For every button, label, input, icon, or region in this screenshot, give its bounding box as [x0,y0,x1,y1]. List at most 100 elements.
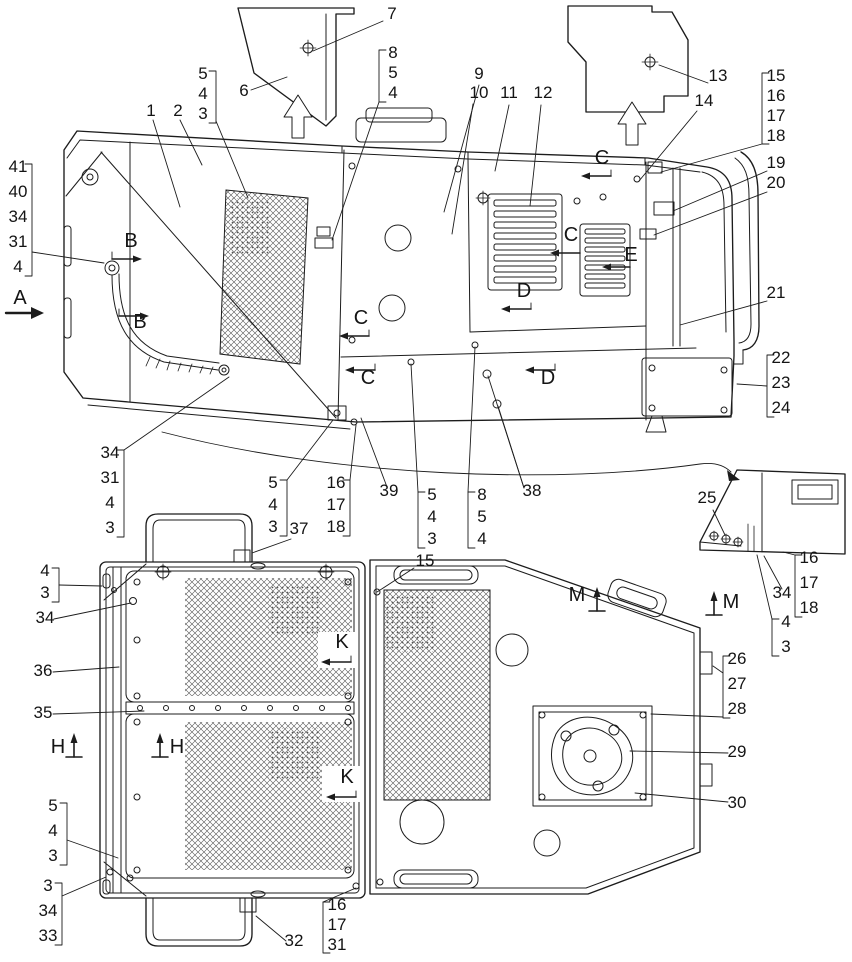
mid-rail-bolts [137,705,351,711]
callout-3: 3 [43,876,52,895]
callout-4: 4 [13,257,22,276]
callout-3: 3 [40,583,49,602]
section-letter-H: H [170,736,184,758]
callout-22: 22 [772,348,791,367]
callout-18: 18 [767,126,786,145]
callout-4: 4 [477,529,486,548]
section-marker-A: A [4,287,44,319]
bolts [333,162,641,426]
callout-5: 5 [268,473,277,492]
callouts: 1 2 5 4 3 6 7 8 5 4 9 10 11 12 13 14 15 … [4,4,819,954]
callout-16: 16 [767,86,786,105]
vent-louvers-small [579,223,631,297]
callout-3: 3 [781,637,790,656]
callout-10: 10 [470,83,489,102]
callout-11: 11 [500,83,518,102]
section-letter-C: C [564,224,578,246]
callout-32: 32 [285,931,304,950]
callout-16: 16 [327,473,346,492]
section-marker-E: E [602,244,638,271]
callout-2: 2 [173,101,182,120]
callout-4: 4 [198,84,207,103]
callout-20: 20 [767,173,786,192]
breather-cap [551,716,634,796]
callout-5: 5 [198,64,207,83]
cab-edge-fragment [733,151,760,365]
section-letter-M: M [723,591,740,613]
callout-27: 27 [728,674,747,693]
callout-4: 4 [427,507,436,526]
screw-icon [641,53,659,71]
callout-17: 17 [328,915,347,934]
screw-icon [732,536,744,548]
airflow-arrow-icon [617,101,647,146]
callout-17: 17 [327,495,346,514]
intake-chute [237,7,355,139]
section-letter-E: E [624,244,637,266]
section-letter-C: C [595,147,609,169]
callout-34: 34 [773,583,792,602]
callout-12: 12 [534,83,553,102]
callout-16: 16 [328,895,347,914]
exhaust-duct [567,5,689,146]
callout-37: 37 [290,519,309,538]
hole [495,633,529,667]
section-marker-D: D D [501,280,556,389]
callout-13: 13 [709,66,728,85]
callout-8: 8 [388,43,397,62]
section-letter-C: C [361,367,375,389]
callout-3: 3 [198,104,207,123]
handle-clip [239,897,257,913]
handle-recess-top [393,565,479,585]
callout-39: 39 [380,481,399,500]
callout-34: 34 [9,207,28,226]
callout-23: 23 [772,373,791,392]
callout-16: 16 [800,548,819,567]
grab-handle [104,260,230,376]
callout-3: 3 [268,517,277,536]
section-letter-K: K [335,631,349,653]
callout-34: 34 [101,443,120,462]
mesh-screen-right [383,589,491,801]
callout-21: 21 [767,283,786,302]
callout-3: 3 [427,529,436,548]
callout-3: 3 [105,518,114,537]
callout-4: 4 [105,493,114,512]
screw-icon [720,533,732,545]
callout-14: 14 [695,91,714,110]
screw-icon [154,563,172,581]
callout-4: 4 [388,83,397,102]
airflow-arrow-icon [283,94,313,139]
vent-slot [63,225,72,267]
callout-9: 9 [474,64,483,83]
filler-cap [355,107,447,143]
screw-icon [475,190,491,206]
vent-louvers [487,193,563,291]
callout-24: 24 [772,398,791,417]
bolt [373,588,381,596]
callout-31: 31 [9,232,28,251]
callout-5: 5 [427,485,436,504]
section-letter-B: B [124,230,137,252]
callout-3: 3 [48,846,57,865]
section-letter-M: M [569,584,586,606]
section-marker-B: B B [111,230,149,333]
callout-17: 17 [800,573,819,592]
callout-5: 5 [388,63,397,82]
section-letter-A: A [13,287,27,309]
screw-icon [299,39,317,57]
latch-handle [607,578,667,618]
mesh-screen-upper [219,189,309,365]
section-marker-K: K K [318,631,362,802]
access-panel [378,224,412,322]
callout-34: 34 [36,608,55,627]
callout-18: 18 [327,517,346,536]
callout-25: 25 [698,488,717,507]
callout-6: 6 [239,81,248,100]
mount-panel [641,357,733,417]
section-letter-K: K [340,766,354,788]
callout-7: 7 [387,4,396,23]
screw-icon [708,530,720,542]
section-letter-D: D [517,280,531,302]
